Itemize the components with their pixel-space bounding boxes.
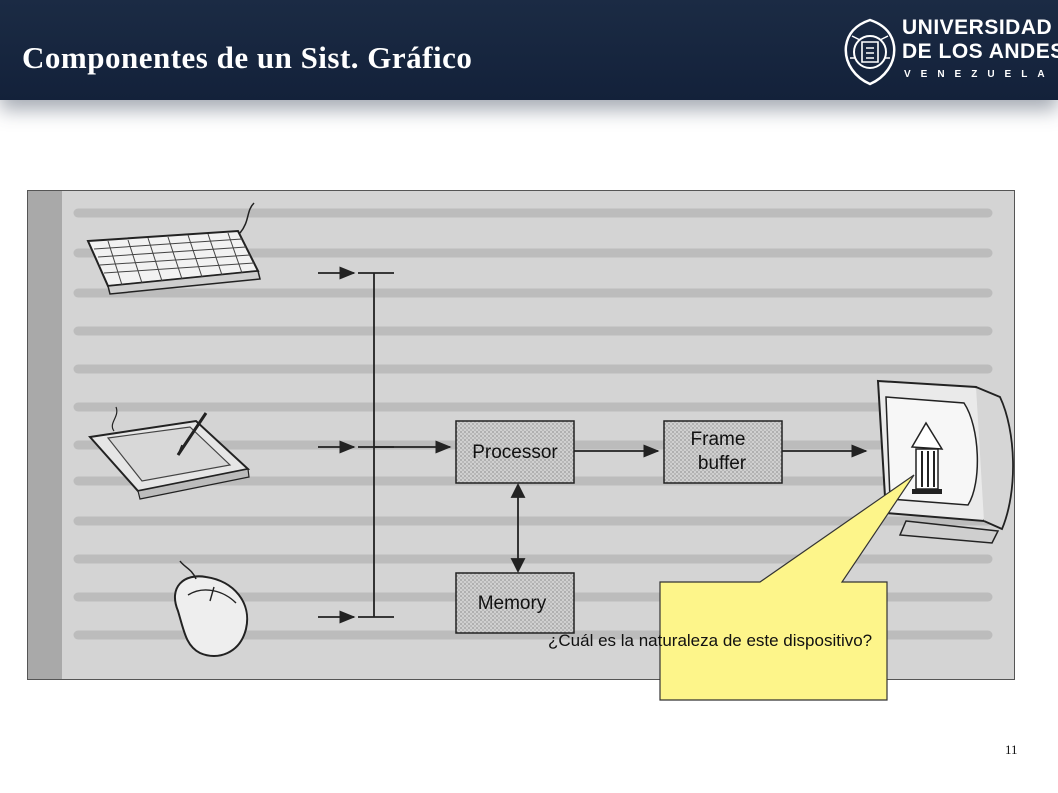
logo-text-de-los-andes: DE LOS ANDES xyxy=(902,40,1058,63)
processor-label: Processor xyxy=(472,442,558,463)
mouse-icon xyxy=(173,560,249,657)
page-number: 11 xyxy=(1005,742,1018,757)
frame-buffer-label-line2: buffer xyxy=(698,453,747,474)
university-logo: UNIVERSIDAD DE LOS ANDES VENEZUELA xyxy=(840,14,1058,90)
graphics-system-figure: Processor Frame buffer Memory xyxy=(27,190,1015,680)
frame-buffer-block: Frame buffer xyxy=(663,420,783,484)
input-arrows xyxy=(318,266,452,624)
slide-title: Componentes de un Sist. Gráfico xyxy=(22,40,473,75)
university-seal-icon xyxy=(844,18,896,86)
memory-label: Memory xyxy=(478,593,547,614)
slide-header: Componentes de un Sist. Gráfico UNIVERSI… xyxy=(0,0,1058,100)
tablet-icon xyxy=(88,406,251,500)
callout-text: ¿Cuál es la naturaleza de este dispositi… xyxy=(548,631,873,650)
frame-buffer-label-line1: Frame xyxy=(691,429,746,450)
processor-block: Processor xyxy=(455,420,575,484)
memory-block: Memory xyxy=(455,572,575,634)
processor-memory-arrow-down xyxy=(510,558,526,574)
processor-memory-arrow-up xyxy=(510,482,526,498)
block-diagram: Processor Frame buffer Memory xyxy=(28,191,1014,679)
logo-text-universidad: UNIVERSIDAD xyxy=(902,16,1053,39)
page-shadow-stripe xyxy=(28,191,62,679)
keyboard-icon xyxy=(86,202,261,295)
logo-text-venezuela: VENEZUELA xyxy=(904,69,1055,80)
